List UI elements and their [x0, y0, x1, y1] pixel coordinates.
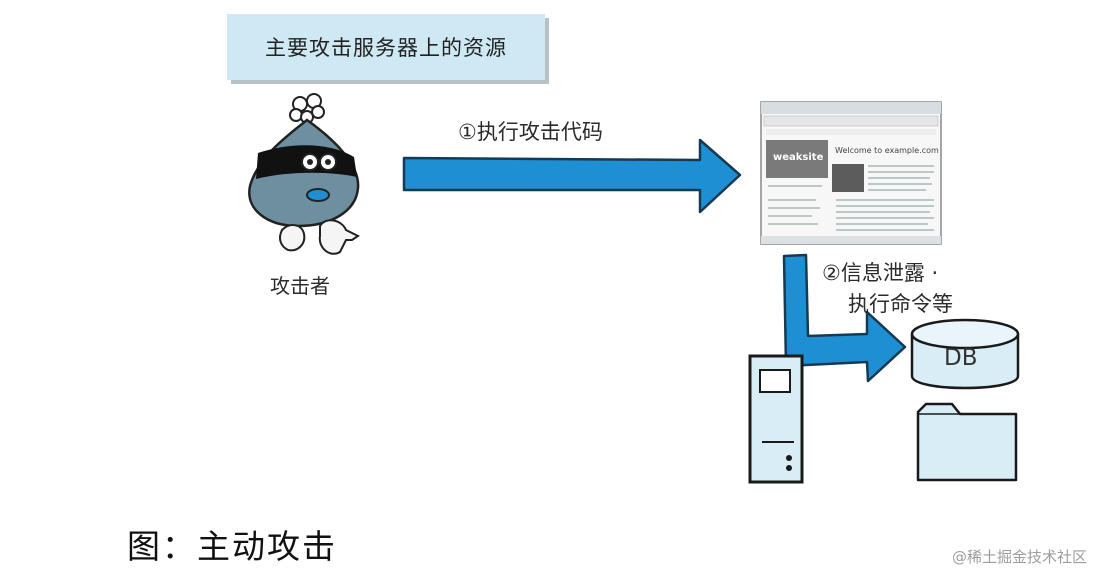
website-site-name: weaksite	[773, 152, 824, 163]
step2-line2: 执行命令等	[848, 292, 953, 316]
step2-label: ②信息泄露 · 执行命令等	[822, 258, 953, 320]
attacker-label: 攻击者	[270, 274, 330, 298]
figure-caption: 图：主动攻击	[127, 527, 337, 566]
watermark: @稀土掘金技术社区	[952, 548, 1088, 566]
step1-label: ①执行攻击代码	[458, 120, 603, 144]
step2-line1: ②信息泄露 ·	[822, 261, 939, 285]
target-resource-label: 主要攻击服务器上的资源	[227, 14, 545, 80]
website-welcome-text: Welcome to example.com	[835, 146, 939, 155]
db-label: DB	[944, 345, 978, 371]
